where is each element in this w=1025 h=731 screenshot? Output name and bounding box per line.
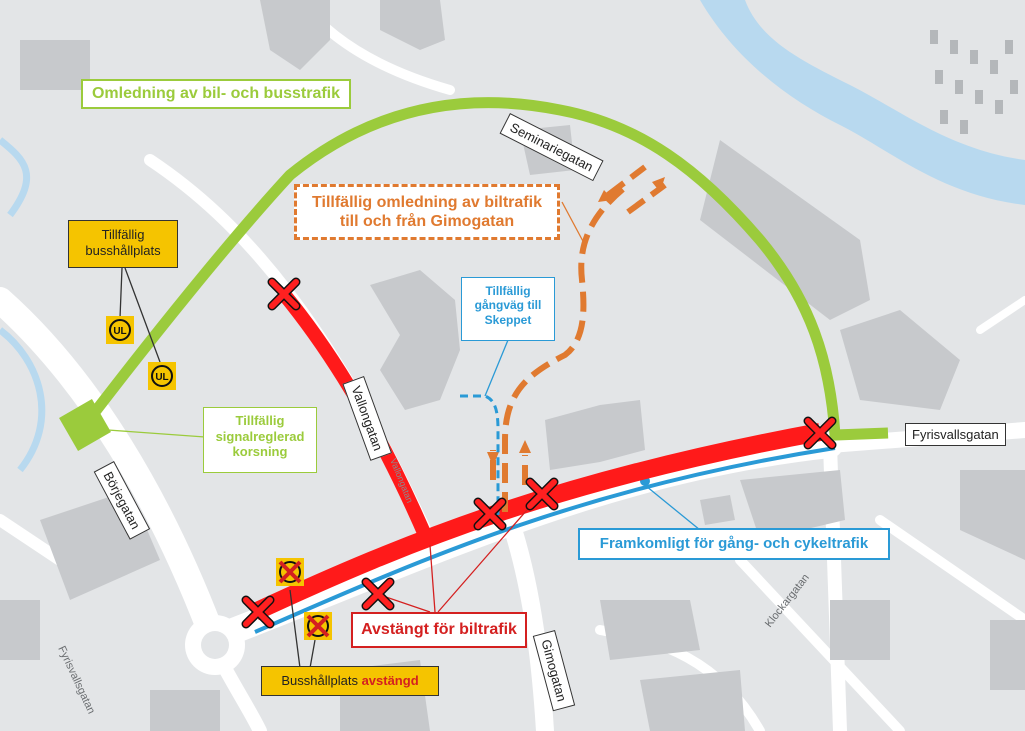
- closed-x-icon: [267, 277, 301, 311]
- bus-detour-label: Omledning av bil- och busstrafik: [81, 79, 351, 109]
- closed-x-icon: [803, 416, 837, 450]
- signal-intersection-icon: [59, 399, 111, 451]
- bus-detour-route: [80, 97, 889, 441]
- car-detour-line1: Tillfällig omledning av biltrafik: [312, 194, 542, 211]
- temp-bus-stop-label: Tillfällig busshållplats: [68, 220, 178, 268]
- ul-bus-stop-icon: UL: [148, 362, 176, 390]
- temp-bus-stop-line1: Tillfällig: [101, 227, 145, 242]
- closed-x-icon: [525, 477, 559, 511]
- temp-walkway-label: Tillfällig gångväg till Skeppet: [461, 277, 555, 341]
- temp-walkway-line2: gångväg till: [474, 298, 542, 313]
- closed-x-icon: [473, 497, 507, 531]
- temp-bus-stop-line2: busshållplats: [85, 242, 161, 258]
- cancelled-bus-stop-icon: [276, 558, 304, 586]
- closed-cars-text: Avstängt för biltrafik: [361, 621, 517, 638]
- ped-bike-text: Framkomligt för gång- och cykeltrafik: [599, 535, 869, 552]
- signal-line1: Tillfällig: [235, 413, 285, 428]
- signal-line3: korsning: [232, 444, 288, 460]
- car-detour-label: Tillfällig omledning av biltrafik till o…: [294, 184, 560, 240]
- map-name-fyrisvallsgatan: Fyrisvallsgatan: [55, 644, 97, 716]
- svg-text:UL: UL: [155, 372, 168, 383]
- temp-walkway-route: [460, 394, 500, 515]
- ped-bike-label: Framkomligt för gång- och cykeltrafik: [578, 528, 890, 560]
- ul-bus-stop-icon: UL: [106, 316, 134, 344]
- temp-walkway-line1: Tillfällig: [485, 284, 531, 298]
- closed-x-icons: [241, 277, 837, 629]
- leader-lines: [107, 201, 701, 669]
- bus-detour-text: Omledning av bil- och busstrafik: [91, 85, 341, 102]
- small-buildings: [930, 30, 1018, 134]
- svg-text:UL: UL: [113, 326, 126, 337]
- closed-x-icon: [361, 577, 395, 611]
- closed-cars-label: Avstängt för biltrafik: [351, 612, 527, 648]
- temp-walkway-line3: Skeppet: [484, 312, 532, 327]
- river: [700, 0, 1025, 205]
- stop-closed-prefix: Busshållplats: [281, 673, 362, 688]
- car-detour-line2: till och från Gimogatan: [339, 213, 515, 231]
- stop-closed-label: Busshållplats avstängd: [261, 666, 439, 696]
- map-name-klockargatan: Klockargatan: [763, 572, 812, 630]
- stop-closed-suffix: avstängd: [361, 673, 419, 688]
- signal-line2: signalreglerad: [215, 428, 305, 444]
- arrow-heads: [487, 177, 665, 466]
- small-stream: [0, 137, 46, 473]
- closed-x-icon: [241, 595, 275, 629]
- street-fyrisvallsgatan: Fyrisvallsgatan: [905, 423, 1006, 446]
- cancelled-bus-stop-icon: [304, 612, 332, 640]
- signal-intersection-label: Tillfällig signalreglerad korsning: [203, 407, 317, 473]
